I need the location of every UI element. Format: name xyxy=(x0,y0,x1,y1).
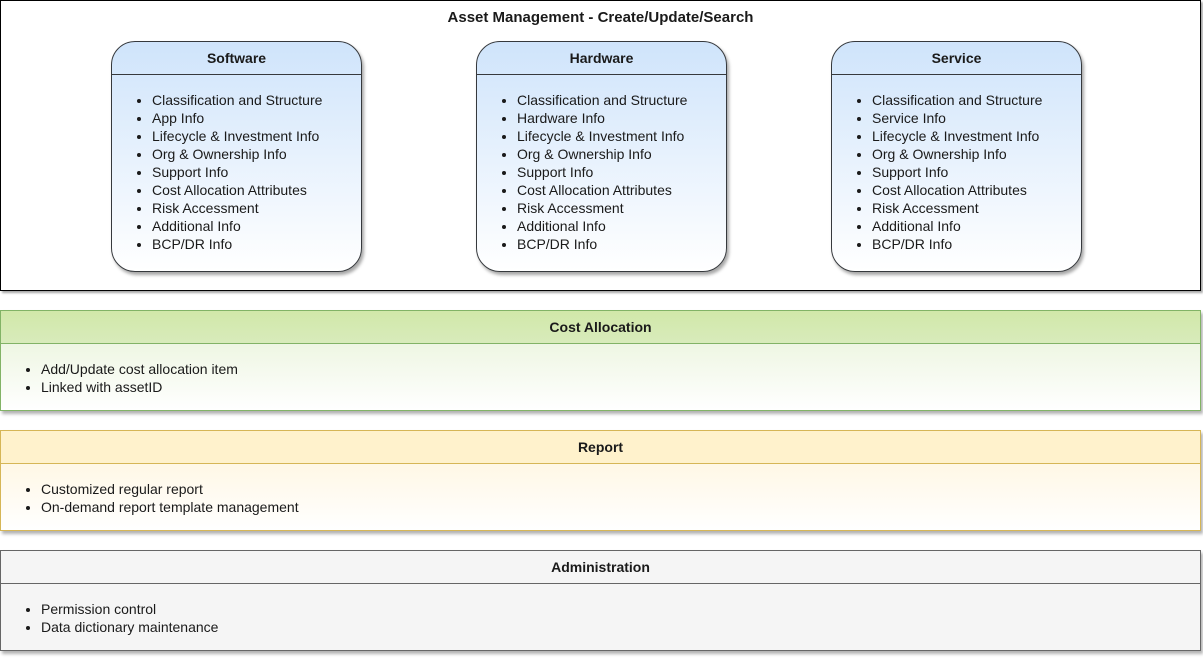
list-item: BCP/DR Info xyxy=(872,235,1081,253)
list-item: Org & Ownership Info xyxy=(872,145,1081,163)
report-title: Report xyxy=(1,431,1200,464)
list-item: Lifecycle & Investment Info xyxy=(152,127,361,145)
list-item: Service Info xyxy=(872,109,1081,127)
asset-management-panel: Asset Management - Create/Update/Search … xyxy=(0,0,1201,291)
list-item: On-demand report template management xyxy=(41,498,299,516)
report-list: Customized regular report On-demand repo… xyxy=(1,480,299,516)
list-item: Risk Accessment xyxy=(152,199,361,217)
report-section: Report Customized regular report On-dema… xyxy=(0,430,1201,531)
asset-management-title: Asset Management - Create/Update/Search xyxy=(447,9,754,26)
list-item: Additional Info xyxy=(152,217,361,235)
list-item: Classification and Structure xyxy=(517,91,726,109)
list-item: Support Info xyxy=(152,163,361,181)
list-item: Org & Ownership Info xyxy=(517,145,726,163)
software-card: Software Classification and Structure Ap… xyxy=(111,41,362,272)
cost-allocation-title: Cost Allocation xyxy=(1,311,1200,344)
administration-title: Administration xyxy=(1,551,1200,584)
service-item-list: Classification and Structure Service Inf… xyxy=(832,91,1081,253)
list-item: Cost Allocation Attributes xyxy=(517,181,726,199)
service-card: Service Classification and Structure Ser… xyxy=(831,41,1082,272)
list-item: Lifecycle & Investment Info xyxy=(872,127,1081,145)
list-item: Permission control xyxy=(41,600,218,618)
service-card-title: Service xyxy=(832,42,1081,75)
hardware-card-title: Hardware xyxy=(477,42,726,75)
software-card-title: Software xyxy=(112,42,361,75)
hardware-item-list: Classification and Structure Hardware In… xyxy=(477,91,726,253)
list-item: Org & Ownership Info xyxy=(152,145,361,163)
list-item: Cost Allocation Attributes xyxy=(872,181,1081,199)
list-item: Customized regular report xyxy=(41,480,299,498)
list-item: Add/Update cost allocation item xyxy=(41,360,238,378)
software-item-list: Classification and Structure App Info Li… xyxy=(112,91,361,253)
list-item: Risk Accessment xyxy=(872,199,1081,217)
cost-allocation-list: Add/Update cost allocation item Linked w… xyxy=(1,360,238,396)
list-item: Support Info xyxy=(517,163,726,181)
list-item: Hardware Info xyxy=(517,109,726,127)
list-item: Classification and Structure xyxy=(872,91,1081,109)
cost-allocation-section: Cost Allocation Add/Update cost allocati… xyxy=(0,310,1201,411)
list-item: Additional Info xyxy=(872,217,1081,235)
administration-section: Administration Permission control Data d… xyxy=(0,550,1201,651)
list-item: Lifecycle & Investment Info xyxy=(517,127,726,145)
list-item: App Info xyxy=(152,109,361,127)
list-item: Cost Allocation Attributes xyxy=(152,181,361,199)
list-item: BCP/DR Info xyxy=(517,235,726,253)
list-item: Additional Info xyxy=(517,217,726,235)
list-item: Linked with assetID xyxy=(41,378,238,396)
hardware-card: Hardware Classification and Structure Ha… xyxy=(476,41,727,272)
list-item: BCP/DR Info xyxy=(152,235,361,253)
list-item: Support Info xyxy=(872,163,1081,181)
administration-list: Permission control Data dictionary maint… xyxy=(1,600,218,636)
list-item: Classification and Structure xyxy=(152,91,361,109)
list-item: Data dictionary maintenance xyxy=(41,618,218,636)
list-item: Risk Accessment xyxy=(517,199,726,217)
